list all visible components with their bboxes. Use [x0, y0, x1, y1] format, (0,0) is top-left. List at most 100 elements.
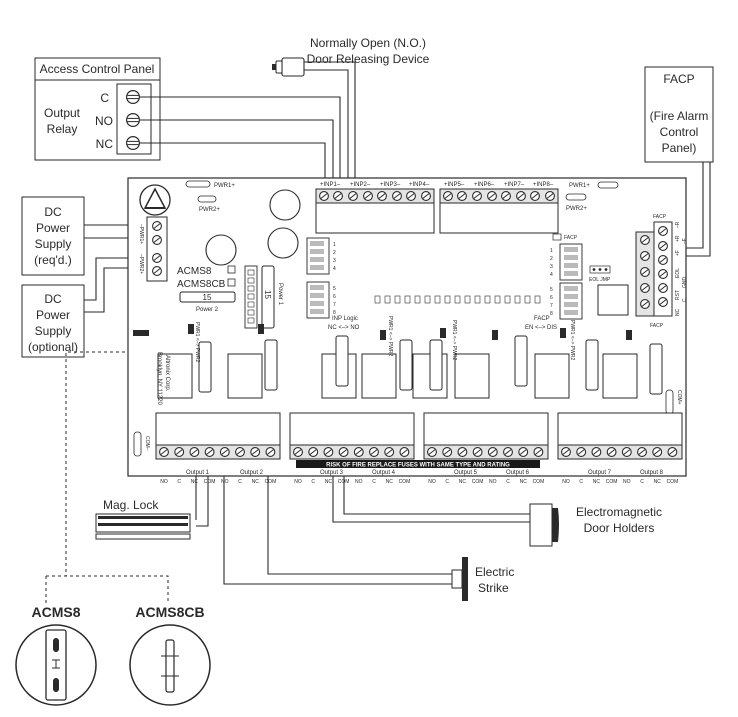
output-screw	[427, 447, 437, 457]
output-screw	[503, 447, 513, 457]
contact-label: C	[445, 479, 449, 485]
svg-text:2: 2	[550, 256, 553, 262]
svg-text:Output 8: Output 8	[640, 470, 664, 476]
contact-label: COM	[399, 479, 411, 485]
output-screw	[667, 447, 678, 457]
svg-text:PWR1+: PWR1+	[214, 183, 235, 189]
output-screw	[533, 447, 544, 457]
svg-text:RST: RST	[675, 290, 681, 300]
svg-text:+INP3–: +INP3–	[380, 182, 401, 188]
contact-label: NC	[252, 479, 260, 485]
output-screw	[353, 447, 364, 457]
svg-text:7: 7	[550, 303, 553, 309]
output-screw	[159, 447, 169, 457]
output-screw	[652, 447, 663, 457]
contact-label: COM	[606, 479, 618, 485]
facp-terminal-block: FACP –R +R +F –F EOL GND RST C NC FACP	[635, 214, 688, 329]
svg-text:+INP1–: +INP1–	[320, 182, 341, 188]
svg-text:+INP2–: +INP2–	[350, 182, 371, 188]
svg-text:Output 6: Output 6	[506, 470, 530, 476]
relay-screw-nc	[125, 136, 140, 150]
contact-label: COM	[338, 479, 350, 485]
output-screw	[204, 447, 215, 457]
svg-text:Power: Power	[36, 308, 70, 322]
access-panel-relay: Relay	[47, 122, 78, 136]
acms8-board: PWR1+ PWR2+ +INP1– +INP2– +INP3– +INP4– …	[127, 177, 688, 477]
relay-screw-c	[125, 89, 140, 105]
svg-text:3: 3	[333, 258, 336, 264]
svg-text:Power: Power	[36, 221, 70, 235]
svg-text:+INP6–: +INP6–	[474, 182, 495, 188]
svg-text:PWR1+: PWR1+	[569, 183, 590, 189]
output-screw	[189, 447, 200, 457]
output-screw	[518, 447, 529, 457]
svg-text:PWR1 <–> PWR2: PWR1 <–> PWR2	[387, 316, 393, 357]
contact-label: C	[372, 479, 376, 485]
relay-screw-no	[125, 112, 140, 128]
dip-switch-right: FACP 1 2 3 4 5 6 7 8	[550, 233, 583, 320]
svg-text:8: 8	[333, 310, 336, 316]
contact-label: NO	[355, 479, 363, 485]
component-row	[374, 295, 541, 304]
svg-text:INP Logic: INP Logic	[332, 316, 358, 322]
svg-text:8: 8	[550, 311, 553, 317]
contact-label: COM	[204, 479, 216, 485]
door-release-device: Normally Open (N.O.) Door Releasing Devi…	[272, 36, 430, 77]
contact-label: NO	[562, 479, 570, 485]
svg-text:NC <–> NO: NC <–> NO	[328, 325, 360, 331]
input-block-1-4: +INP1– +INP2– +INP3– +INP4–	[315, 182, 435, 234]
contact-label: C	[579, 479, 583, 485]
svg-text:Output 1: Output 1	[186, 470, 210, 476]
model-acms8: ACMS8	[31, 604, 80, 620]
output-screw	[576, 447, 587, 457]
output-screw	[591, 447, 602, 457]
svg-text:+INP7–: +INP7–	[504, 182, 525, 188]
output-screw	[399, 447, 410, 457]
output-screw	[637, 447, 647, 457]
fuse-warning: RISK OF FIRE REPLACE FUSES WITH SAME TYP…	[326, 463, 510, 469]
contact-label: NC	[191, 479, 199, 485]
facp-line2: Control	[660, 125, 699, 139]
svg-text:DC: DC	[44, 292, 62, 306]
svg-text:FACP: FACP	[564, 235, 578, 241]
svg-text:DC: DC	[44, 205, 62, 219]
output-screw	[323, 447, 334, 457]
access-panel-title: Access Control Panel	[40, 62, 155, 76]
svg-text:4: 4	[333, 266, 336, 272]
relay-terminal-c: C	[100, 91, 109, 105]
output-screw	[308, 447, 319, 457]
contact-label: COM	[667, 479, 679, 485]
svg-text:3: 3	[550, 264, 553, 270]
strike-line1: Electric	[475, 565, 514, 579]
mag-lock: Mag. Lock	[95, 498, 191, 540]
svg-text:EOL JMP: EOL JMP	[589, 277, 611, 283]
svg-text:(req'd.): (req'd.)	[34, 253, 72, 267]
svg-text:+R: +R	[675, 235, 681, 242]
output-screw	[621, 447, 632, 457]
output-screw	[442, 447, 453, 457]
board-model-acms8: ACMS8	[177, 266, 212, 277]
svg-text:Output 5: Output 5	[454, 470, 478, 476]
company-name: Altronix Corp.	[164, 355, 170, 392]
pwr-jumpers	[133, 324, 632, 340]
dc-power-supply-optional: DC Power Supply (optional)	[21, 284, 85, 358]
svg-text:COM–: COM–	[144, 436, 150, 451]
pin-header	[244, 265, 258, 329]
contact-label: COM	[472, 479, 484, 485]
svg-text:+INP4–: +INP4–	[409, 182, 430, 188]
company-address: Brooklyn, NY 11220	[156, 352, 162, 405]
holders-line2: Door Holders	[584, 521, 655, 535]
output-screw	[235, 447, 245, 457]
contact-label: COM	[265, 479, 277, 485]
contact-label: NO	[489, 479, 497, 485]
electric-strike: Electric Strike	[451, 557, 514, 601]
svg-text:FACP: FACP	[653, 214, 667, 220]
contact-label: C	[238, 479, 242, 485]
svg-text:NC: NC	[675, 308, 681, 316]
svg-text:Power 2: Power 2	[196, 307, 219, 313]
svg-text:+INP8–: +INP8–	[533, 182, 554, 188]
contact-label: NO	[428, 479, 436, 485]
output-screw	[265, 447, 276, 457]
